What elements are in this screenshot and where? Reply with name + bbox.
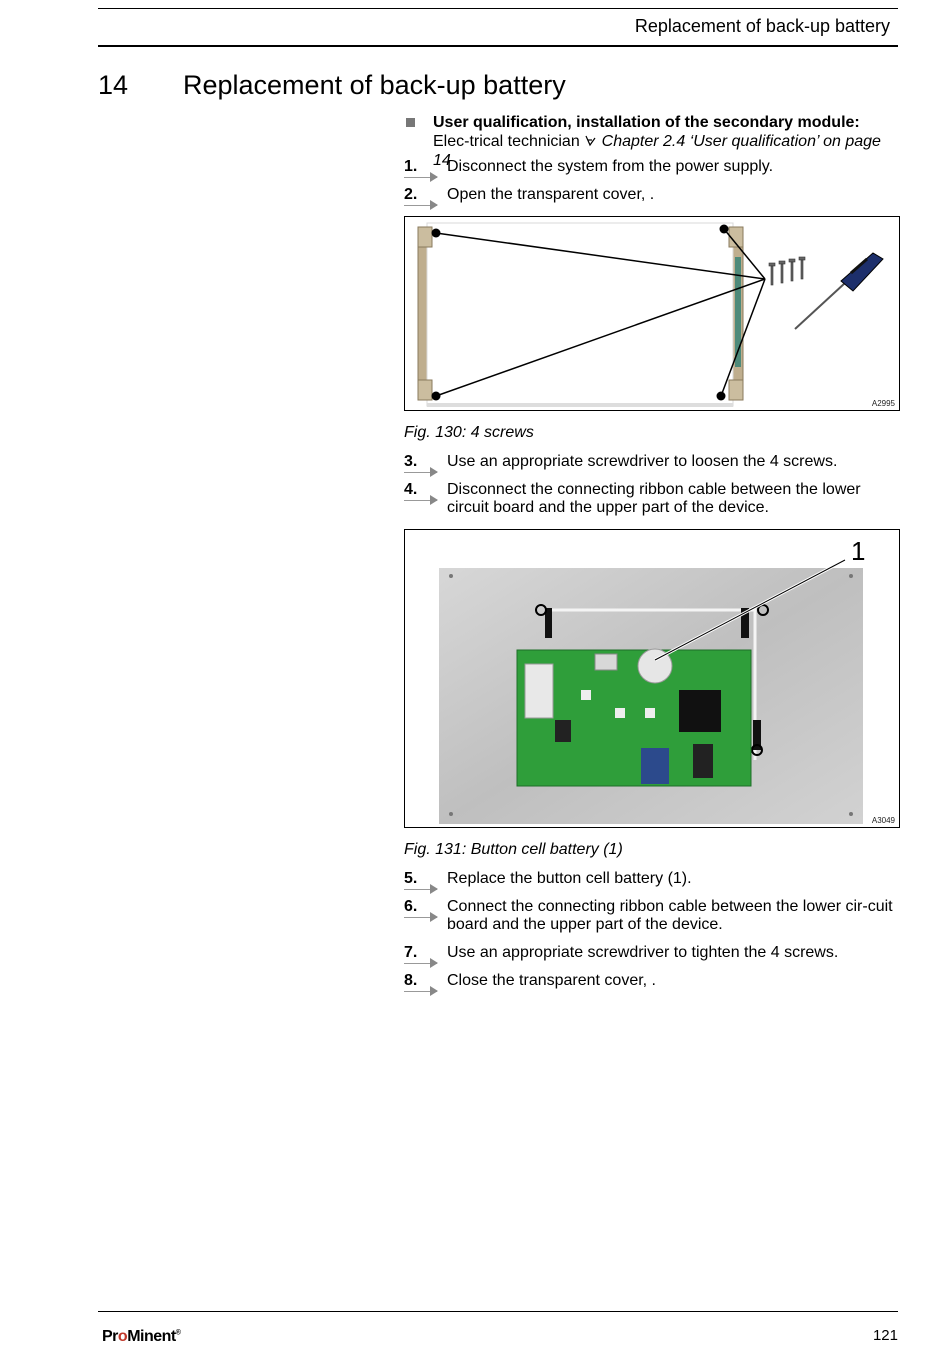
figure-131-caption: Fig. 131: Button cell battery (1) (404, 841, 623, 858)
chapter-number: 14 (98, 70, 129, 100)
step-5: 5. Replace the button cell battery (1). (404, 870, 894, 894)
step-number: 1. (404, 158, 418, 175)
chapter-title: Replacement of back-up battery (183, 70, 566, 100)
step-text: Open the transparent cover, . (447, 186, 655, 203)
figure-131-battery: 1 A3049 (404, 529, 900, 828)
step-number: 8. (404, 972, 418, 989)
step-arrow-icon (430, 495, 438, 505)
step-3: 3. Use an appropriate screwdriver to loo… (404, 453, 894, 477)
footer-rule (98, 1311, 898, 1312)
page-number: 121 (872, 1327, 898, 1344)
prominent-logo: ProMinent® (102, 1328, 181, 1345)
header-bottom-rule (98, 45, 898, 47)
running-header-title: Replacement of back-up battery (634, 16, 890, 36)
step-text: Disconnect the system from the power sup… (447, 158, 774, 175)
battery-callout-number: 1 (851, 536, 865, 566)
step-arrow-icon (430, 912, 438, 922)
step-number: 2. (404, 186, 418, 203)
step-arrow-icon (430, 467, 438, 477)
step-text: Use an appropriate screwdriver to loosen… (447, 453, 838, 470)
step-text: Disconnect the connecting ribbon cable b… (447, 481, 861, 516)
step-text: Close the transparent cover, . (447, 972, 656, 989)
qualification-label: User qualification, installation of the … (433, 114, 860, 131)
step-number: 6. (404, 898, 418, 915)
step-number: 4. (404, 481, 418, 498)
step-number: 7. (404, 944, 418, 961)
device-cover-illustration (417, 222, 884, 407)
step-text: Replace the button cell battery (1). (447, 870, 692, 887)
chapter-reference-link[interactable]: Chapter 2.4 ‘User qualification’ on page… (433, 133, 881, 169)
figure-id: A3049 (871, 816, 895, 825)
step-arrow-icon (430, 172, 438, 182)
step-number: 3. (404, 453, 418, 470)
screwdriver-icon (794, 252, 884, 330)
figure-id: A2995 (871, 399, 895, 408)
step-text: Use an appropriate screwdriver to tighte… (447, 944, 839, 961)
step-6: 6. Connect the connecting ribbon cable b… (404, 898, 894, 934)
figure-130-screws: A2995 (404, 216, 900, 411)
screws-icon (768, 256, 806, 286)
square-bullet-icon (406, 118, 415, 127)
reference-arrow-icon (585, 135, 596, 147)
step-2: 2. Open the transparent cover, . (404, 186, 894, 210)
step-1: 1. Disconnect the system from the power … (404, 158, 894, 182)
step-arrow-icon (430, 958, 438, 968)
circuit-board-illustration: 1 (439, 536, 865, 824)
step-text: Connect the connecting ribbon cable betw… (447, 898, 893, 933)
step-7: 7. Use an appropriate screwdriver to tig… (404, 944, 894, 968)
step-4: 4. Disconnect the connecting ribbon cabl… (404, 481, 894, 517)
figure-130-caption: Fig. 130: 4 screws (404, 424, 534, 441)
step-8: 8. Close the transparent cover, . (404, 972, 894, 996)
step-arrow-icon (430, 200, 438, 210)
step-number: 5. (404, 870, 418, 887)
qualification-role: Elec-trical technician (433, 133, 580, 150)
step-arrow-icon (430, 884, 438, 894)
step-arrow-icon (430, 986, 438, 996)
qualification-bullet: User qualification, installation of the … (404, 113, 894, 170)
header-top-rule (98, 8, 898, 9)
